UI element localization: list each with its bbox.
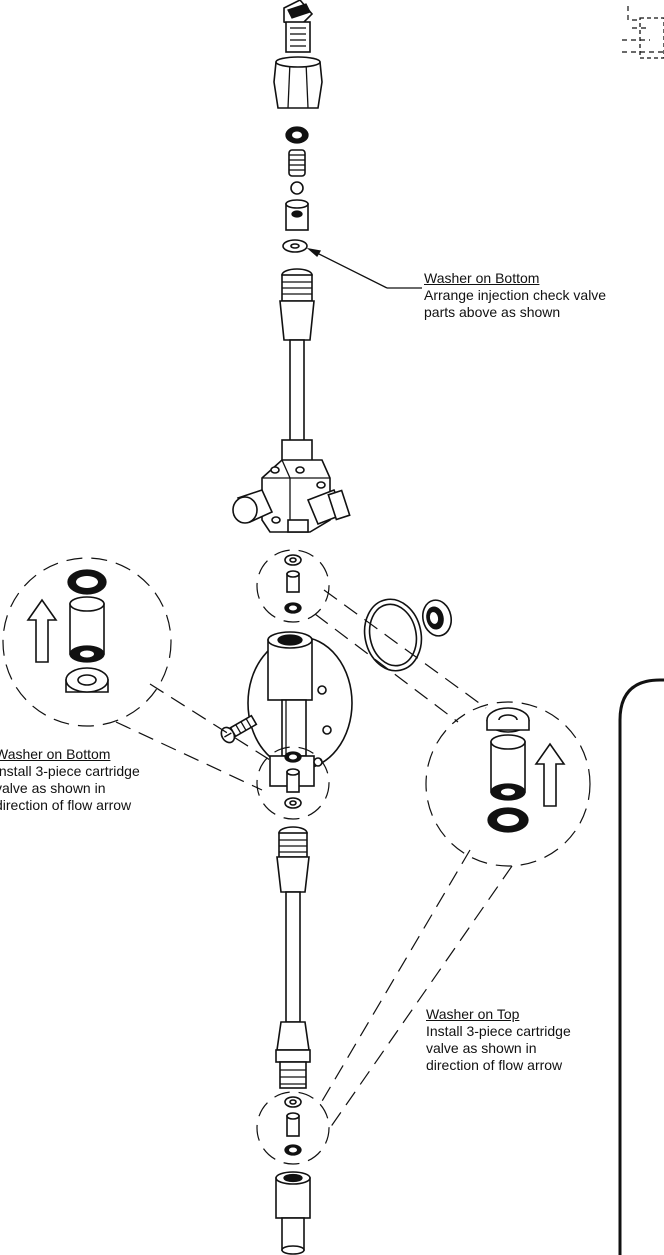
callout-injection-washer: Washer on Bottom Arrange injection check… bbox=[424, 270, 606, 321]
callout-line: valve as shown in bbox=[426, 1040, 537, 1056]
side-panel-frame bbox=[618, 678, 664, 1255]
callout-line: Arrange injection check valve bbox=[424, 287, 607, 303]
check-ball bbox=[290, 181, 304, 195]
callout-line: parts above as shown bbox=[424, 304, 561, 320]
flow-arrow-up-icon bbox=[534, 742, 566, 807]
lower-tube-fitting bbox=[275, 826, 311, 1089]
injection-washer bbox=[282, 239, 308, 253]
corner-fragment bbox=[622, 6, 664, 59]
callout-header: Washer on Bottom bbox=[0, 746, 111, 762]
flow-arrow-up-icon bbox=[26, 598, 58, 663]
valve-seat bbox=[285, 199, 309, 231]
cartridge-detail-bottom bbox=[256, 1091, 330, 1165]
cartridge-magnified-right bbox=[425, 701, 591, 867]
callout-line: Install 3-piece cartridge bbox=[426, 1023, 571, 1039]
callout-line: Install 3-piece cartridge bbox=[0, 763, 140, 779]
callout-line: direction of flow arrow bbox=[426, 1057, 563, 1073]
injection-washer-leader bbox=[306, 247, 422, 289]
injection-fitting-knob bbox=[283, 0, 314, 53]
valve-body bbox=[232, 459, 351, 533]
callout-right-cartridge: Washer on Top Install 3-piece cartridge … bbox=[426, 1006, 571, 1074]
bottom-fitting bbox=[275, 1171, 311, 1255]
pump-head bbox=[247, 631, 353, 787]
detail-connector-lines bbox=[115, 589, 513, 1129]
upper-tube-fitting bbox=[279, 268, 315, 463]
injection-fitting-nut bbox=[273, 56, 323, 109]
callout-line: direction of flow arrow bbox=[0, 797, 132, 813]
callout-header: Washer on Top bbox=[426, 1006, 520, 1022]
callout-header: Washer on Bottom bbox=[424, 270, 540, 286]
callout-line: valve as shown in bbox=[0, 780, 106, 796]
callout-left-cartridge: Washer on Bottom Install 3-piece cartrid… bbox=[0, 746, 140, 814]
cartridge-detail-lower bbox=[256, 746, 330, 820]
diaphragm bbox=[363, 598, 423, 672]
diaphragm-cap bbox=[422, 599, 452, 637]
cartridge-detail-upper bbox=[256, 549, 330, 623]
cartridge-magnified-left bbox=[2, 557, 172, 727]
screw bbox=[220, 714, 258, 744]
spring bbox=[288, 149, 306, 177]
